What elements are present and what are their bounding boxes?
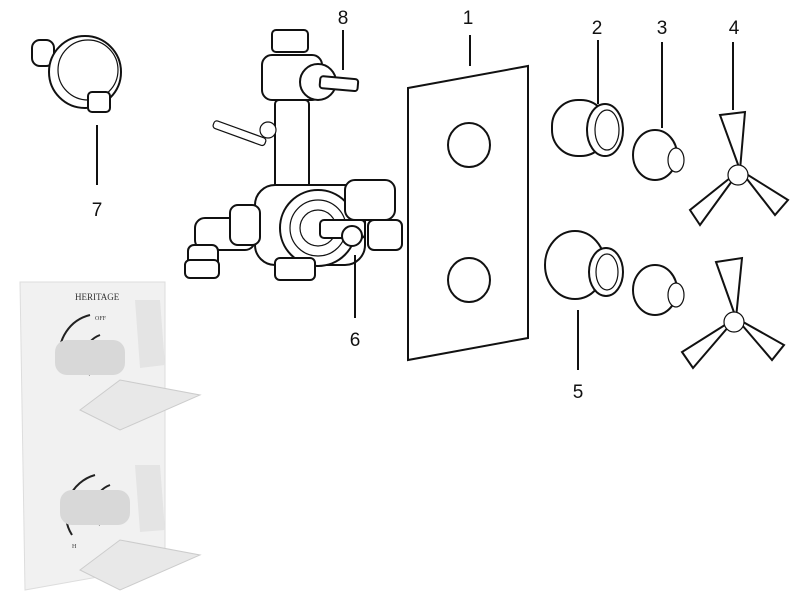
photo-h-marking: H [72,544,77,550]
callout-1: 1 [463,8,474,29]
callout-5: 5 [573,382,584,403]
part-4-cross-handle [680,42,790,370]
callout-3: 3 [657,18,668,39]
callout-8: 8 [338,8,349,29]
part-3-adaptor [632,42,685,316]
callout-6: 6 [350,330,361,351]
photo-brand: HERITAGE [75,292,120,302]
part-1-faceplate [407,35,529,362]
callout-7: 7 [92,200,103,221]
callout-2: 2 [592,18,603,39]
valve-body [184,29,403,281]
product-photo: HERITAGE OFF H [19,281,202,591]
photo-off-marking: OFF [95,316,107,322]
callout-4: 4 [729,18,740,39]
part-7-wall-outlet [31,35,122,185]
part-2-shroud [551,40,624,157]
part-5-shroud [544,230,624,370]
